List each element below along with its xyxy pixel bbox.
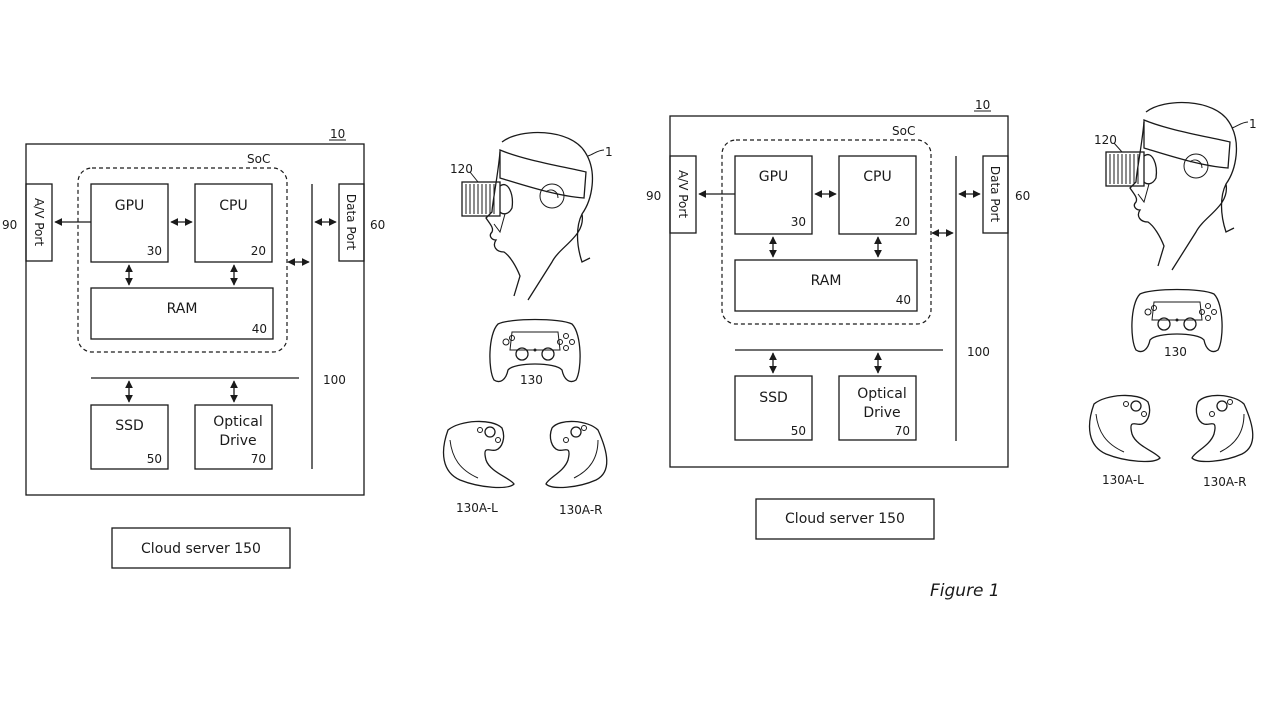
device-ref-label: 10 (975, 98, 990, 112)
device-ref-label: 10 (330, 127, 345, 141)
optical-drive-block (194, 404, 273, 470)
ssd-block (734, 375, 813, 441)
controller-ref: 130 (520, 373, 543, 387)
bus-ref: 100 (323, 373, 346, 387)
cpu-block (194, 183, 273, 263)
av-port-label: A/V Port (676, 170, 690, 218)
soc-label: SoC (247, 152, 270, 166)
user-head-with-hmd: 120 1 (1094, 101, 1257, 271)
gpu-ref: 30 (791, 215, 806, 229)
soc-outline (77, 167, 288, 353)
av-port-ref: 90 (646, 189, 661, 203)
gpu-block (90, 183, 169, 263)
headband-icon (1143, 119, 1231, 169)
ram-block (90, 287, 274, 340)
left-controller-label: 130A-L (1102, 473, 1144, 487)
data-port-label: Data Port (988, 166, 1002, 223)
controller-ref: 130 (1164, 345, 1187, 359)
optical-label-2: Drive (219, 433, 256, 449)
cloud-server-label: Cloud server 150 (141, 541, 261, 557)
right-controller-label: 130A-R (559, 503, 603, 517)
gpu-label: GPU (759, 169, 789, 185)
gamepad-controller-icon: 130 (1131, 288, 1223, 359)
cloud-server-box (111, 527, 291, 569)
right-motion-controller-icon: 130A-R (545, 420, 608, 517)
gpu-block (734, 155, 813, 235)
ram-block (734, 259, 918, 312)
soc-outline (721, 139, 932, 325)
left-motion-controller-icon: 130A-L (1088, 394, 1161, 487)
hmd-visor-icon (461, 181, 501, 217)
block-diagram-left: 10 SoC GPU 30 CPU 20 RAM 40 100 SSD 50 O… (2, 127, 385, 569)
user-ref: 1 (605, 145, 613, 159)
devices-left: 120 1 130 130A-L 130A-R (442, 131, 613, 517)
hmd-visor-icon (1105, 151, 1145, 187)
user-ref: 1 (1249, 117, 1257, 131)
devices-right: 120 1 130 130A-L 130A-R (1088, 101, 1257, 489)
cpu-label: CPU (219, 198, 247, 214)
entertainment-device-outline (669, 115, 1009, 468)
ssd-ref: 50 (147, 452, 162, 466)
cpu-block (838, 155, 917, 235)
soc-label: SoC (892, 124, 915, 138)
right-controller-label: 130A-R (1203, 475, 1247, 489)
av-port-ref: 90 (2, 218, 17, 232)
gpu-label: GPU (115, 198, 145, 214)
ssd-block (90, 404, 169, 470)
user-head-with-hmd: 120 1 (450, 131, 613, 301)
bus-ref: 100 (967, 345, 990, 359)
right-motion-controller-icon: 130A-R (1191, 394, 1254, 489)
data-port-label: Data Port (344, 194, 358, 251)
figure-caption-group: Figure 1 (930, 581, 1000, 601)
left-motion-controller-icon: 130A-L (442, 420, 515, 515)
av-port-block (669, 155, 697, 234)
cpu-label: CPU (863, 169, 891, 185)
hmd-ref: 120 (450, 162, 473, 176)
block-diagram-right: 10 SoC GPU 30 CPU 20 RAM 40 100 SSD 50 O… (646, 98, 1030, 540)
gpu-ref: 30 (147, 244, 162, 258)
optical-label-1: Optical (857, 386, 906, 402)
ssd-label: SSD (759, 390, 788, 406)
data-port-block (338, 183, 365, 262)
ssd-ref: 50 (791, 424, 806, 438)
av-port-label: A/V Port (32, 198, 46, 246)
ssd-label: SSD (115, 418, 144, 434)
data-port-block (982, 155, 1009, 234)
optical-label-1: Optical (213, 414, 262, 430)
left-controller-label: 130A-L (456, 501, 498, 515)
ram-ref: 40 (896, 293, 911, 307)
headband-icon (499, 149, 587, 199)
data-port-ref: 60 (1015, 189, 1030, 203)
ram-label: RAM (811, 273, 842, 289)
gamepad-controller-icon: 130 (489, 318, 581, 387)
cpu-ref: 20 (895, 215, 910, 229)
av-port-block (25, 183, 53, 262)
ram-label: RAM (167, 301, 198, 317)
optical-ref: 70 (895, 424, 910, 438)
optical-drive-block (838, 375, 917, 441)
cloud-server-box (755, 498, 935, 540)
data-port-ref: 60 (370, 218, 385, 232)
optical-label-2: Drive (863, 405, 900, 421)
cloud-server-label: Cloud server 150 (785, 511, 905, 527)
ram-ref: 40 (252, 322, 267, 336)
figure-caption: Figure 1 (930, 581, 1000, 601)
hmd-ref: 120 (1094, 133, 1117, 147)
entertainment-device-outline (25, 143, 365, 496)
cpu-ref: 20 (251, 244, 266, 258)
optical-ref: 70 (251, 452, 266, 466)
